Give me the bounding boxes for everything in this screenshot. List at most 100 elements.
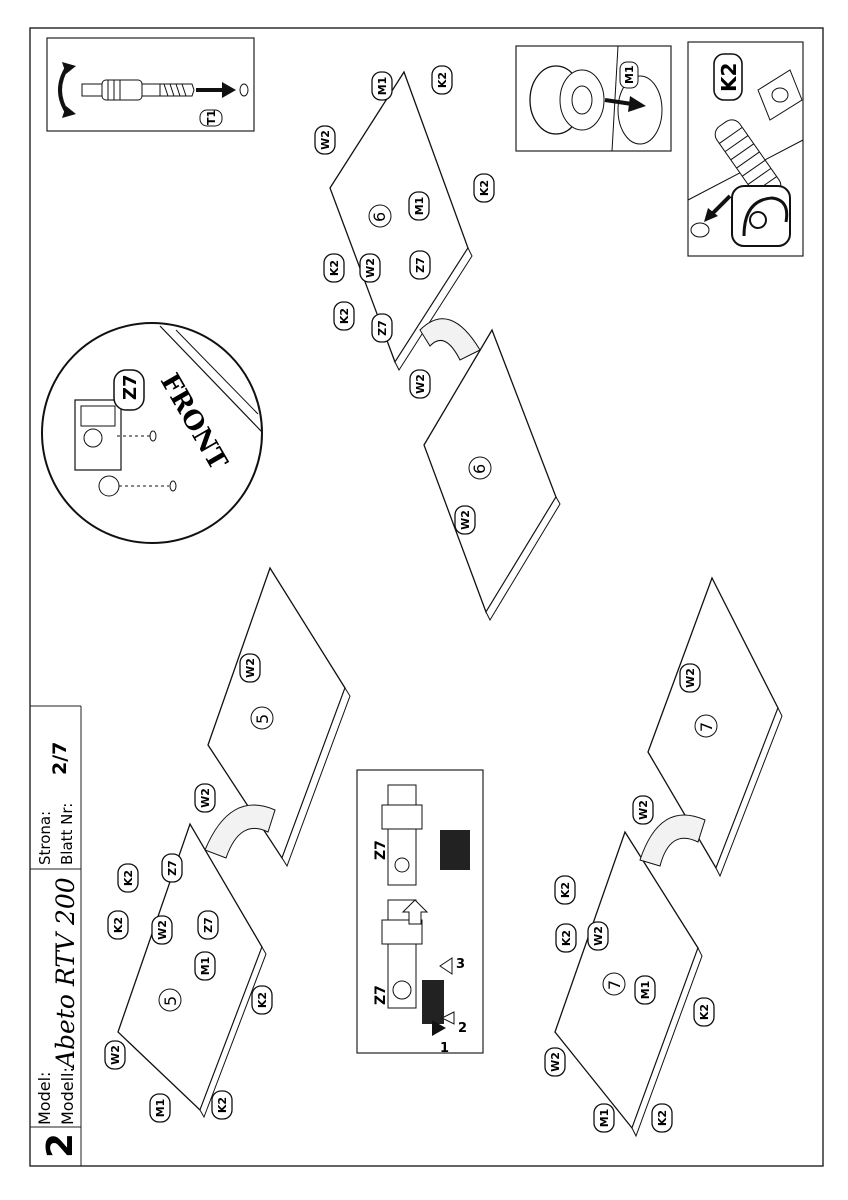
k2-inset: K2: [687, 41, 804, 257]
panel-6-lower-number: 6: [470, 464, 489, 474]
m1-inset: M1: [515, 45, 672, 152]
part-tag-label: W2: [637, 800, 650, 820]
part-tag-w2: W2: [314, 125, 336, 155]
part-tag-w2: W2: [359, 253, 381, 283]
header-block: 2 Model: Modell: Abeto RTV 200 Strona: B…: [30, 705, 82, 1166]
part-tag-w2: W2: [544, 1047, 566, 1077]
part-tag-w2: W2: [151, 915, 173, 945]
part-tag-label: W2: [319, 130, 332, 150]
part-tag-w2: W2: [239, 653, 261, 683]
part-tag-label: K2: [256, 992, 269, 1008]
page-label-pl: Strona:: [36, 811, 54, 865]
part-tag-label: M1: [598, 1109, 611, 1128]
part-tag-m1: M1: [371, 71, 393, 101]
z7-assembly-inset: Z7 Z7 1 2 3: [356, 769, 484, 1056]
part-tag-k2: K2: [693, 997, 715, 1027]
part-tag-k2: K2: [323, 253, 345, 283]
part-tag-label: K2: [436, 72, 449, 88]
panel-6-upper-number: 6: [370, 212, 389, 222]
part-tag-label: K2: [328, 260, 341, 276]
part-tag-z7: Z7: [161, 853, 183, 883]
part-tag-m1: M1: [149, 1093, 171, 1123]
panel-7-right-number: 7: [697, 722, 716, 732]
part-tag-k2: K2: [107, 910, 129, 940]
k2-big-label: K2: [717, 63, 741, 92]
part-tag-k2: K2: [333, 301, 355, 331]
part-tag-label: Z7: [202, 917, 215, 933]
panel-5-right-number: 5: [253, 714, 272, 724]
part-tag-label: K2: [560, 930, 573, 946]
part-tag-m1: M1: [194, 951, 216, 981]
part-tag-k2: K2: [473, 173, 495, 203]
part-tag-m1: M1: [408, 191, 430, 221]
step-number: 2: [40, 1133, 81, 1158]
part-tag-w2: W2: [194, 783, 216, 813]
part-tag-k2: K2: [211, 1090, 233, 1120]
part-tag-label: W2: [109, 1045, 122, 1065]
page-label-de: Blatt Nr:: [58, 803, 76, 865]
part-tag-k2: K2: [555, 923, 577, 953]
part-tag-k2: K2: [251, 985, 273, 1015]
part-tag-label: W2: [364, 258, 377, 278]
part-tag-m1: M1: [593, 1103, 615, 1133]
part-tag-label: Z7: [376, 320, 389, 336]
part-tag-w2: W2: [679, 663, 701, 693]
part-tag-w2: W2: [587, 921, 609, 951]
part-tag-label: M1: [376, 77, 389, 96]
rotate-arrow-6: [419, 318, 481, 361]
part-tag-label: K2: [338, 308, 351, 324]
part-tag-label: W2: [592, 926, 605, 946]
part-tag-label: W2: [684, 668, 697, 688]
part-tag-w2: W2: [632, 795, 654, 825]
part-tag-w2: W2: [409, 369, 431, 399]
part-tag-k2: K2: [117, 863, 139, 893]
part-tag-w2: W2: [104, 1040, 126, 1070]
part-tag-label: W2: [549, 1052, 562, 1072]
panel-7-right: [647, 576, 783, 878]
page-value: 2/7: [49, 742, 71, 775]
part-tag-label: K2: [112, 917, 125, 933]
z7-circle-detail: Z7 FRONT: [41, 322, 263, 544]
part-tag-w2: W2: [454, 505, 476, 535]
part-tag-label: Z7: [414, 257, 427, 273]
t1-screwdriver-inset: T1: [46, 37, 255, 132]
step-2-label: 2: [458, 1021, 467, 1036]
rotate-arrow-7: [639, 814, 706, 867]
part-tag-label: W2: [414, 374, 427, 394]
part-tag-label: W2: [199, 788, 212, 808]
page-frame: [29, 27, 824, 1167]
part-tag-label: Z7: [166, 860, 179, 876]
part-tag-label: K2: [216, 1097, 229, 1113]
model-name: Abeto RTV 200: [51, 877, 80, 1070]
part-tag-label: M1: [199, 957, 212, 976]
part-tag-k2: K2: [651, 1103, 673, 1133]
m1-inset-label: M1: [623, 65, 636, 84]
part-tag-z7: Z7: [371, 313, 393, 343]
panel-7-left: [554, 830, 703, 1138]
model-label-de: Modell:: [58, 1067, 77, 1125]
step-3-label: 3: [456, 957, 465, 972]
panel-7-left-number: 7: [605, 980, 624, 990]
part-tag-label: K2: [656, 1110, 669, 1126]
part-tag-label: M1: [639, 981, 652, 1000]
part-tag-k2: K2: [431, 65, 453, 95]
rotate-arrow-5: [204, 804, 276, 859]
part-tag-label: W2: [156, 920, 169, 940]
part-tag-label: M1: [413, 197, 426, 216]
part-tag-label: K2: [698, 1004, 711, 1020]
part-tag-label: W2: [459, 510, 472, 530]
part-tag-z7: Z7: [409, 250, 431, 280]
part-tags: W2W2W2W2K2K2K2K2M1M1Z7Z7W2W2W2W2K2K2K2K2…: [104, 65, 715, 1133]
panel-6-lower: [423, 328, 561, 622]
t1-label: T1: [205, 110, 218, 125]
part-tag-k2: K2: [554, 875, 576, 905]
part-tag-label: K2: [478, 180, 491, 196]
part-tag-label: M1: [154, 1099, 167, 1118]
part-tag-z7: Z7: [197, 910, 219, 940]
model-label-pl: Model:: [35, 1072, 54, 1125]
z7-inset-label-upper: Z7: [373, 840, 389, 860]
part-tag-label: K2: [122, 870, 135, 886]
panel-5-left: [117, 822, 267, 1119]
z7-inset-label-lower: Z7: [373, 985, 389, 1005]
